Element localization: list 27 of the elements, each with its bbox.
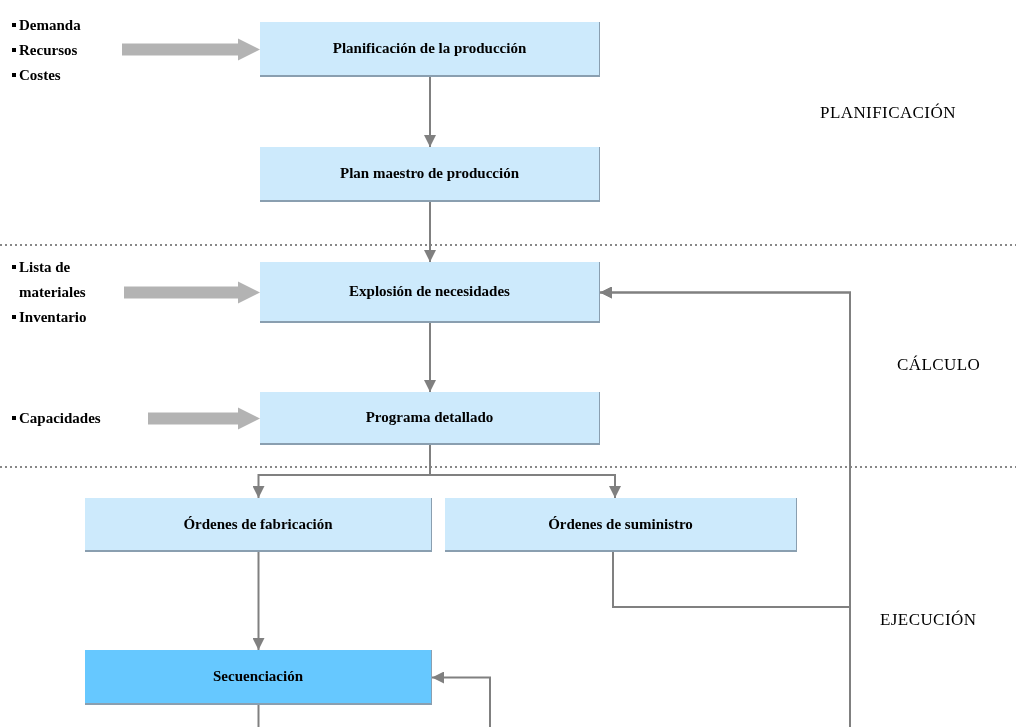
input-item: Lista de materiales [12,254,112,305]
connector-line [257,704,260,727]
arrow [599,286,851,727]
process-box: Planificación de la producción [260,22,600,77]
input-item: Costes [12,62,112,88]
input-item: Recursos [12,37,112,63]
section-label: EJECUCIÓN [880,609,977,631]
input-item: Capacidades [12,405,112,431]
process-box: Explosión de necesidades [260,262,600,323]
block-arrow [122,38,260,61]
arrow [252,551,265,651]
process-box: Programa detallado [260,392,600,445]
process-box: Secuenciación [85,650,432,705]
arrow [424,201,436,263]
section-label: PLANIFICACIÓN [820,102,956,124]
process-box: Plan maestro de producción [260,147,600,202]
input-item: Inventario [12,304,112,330]
block-arrow [124,281,260,304]
section-label: CÁLCULO [897,354,981,376]
process-box: Órdenes de suministro [445,498,797,552]
input-item: Demanda [12,12,112,38]
process-box: Órdenes de fabricación [85,498,432,552]
arrow [429,444,621,499]
arrow [424,76,436,148]
arrow [424,322,436,393]
block-arrow [148,407,260,430]
arrow [431,671,491,727]
